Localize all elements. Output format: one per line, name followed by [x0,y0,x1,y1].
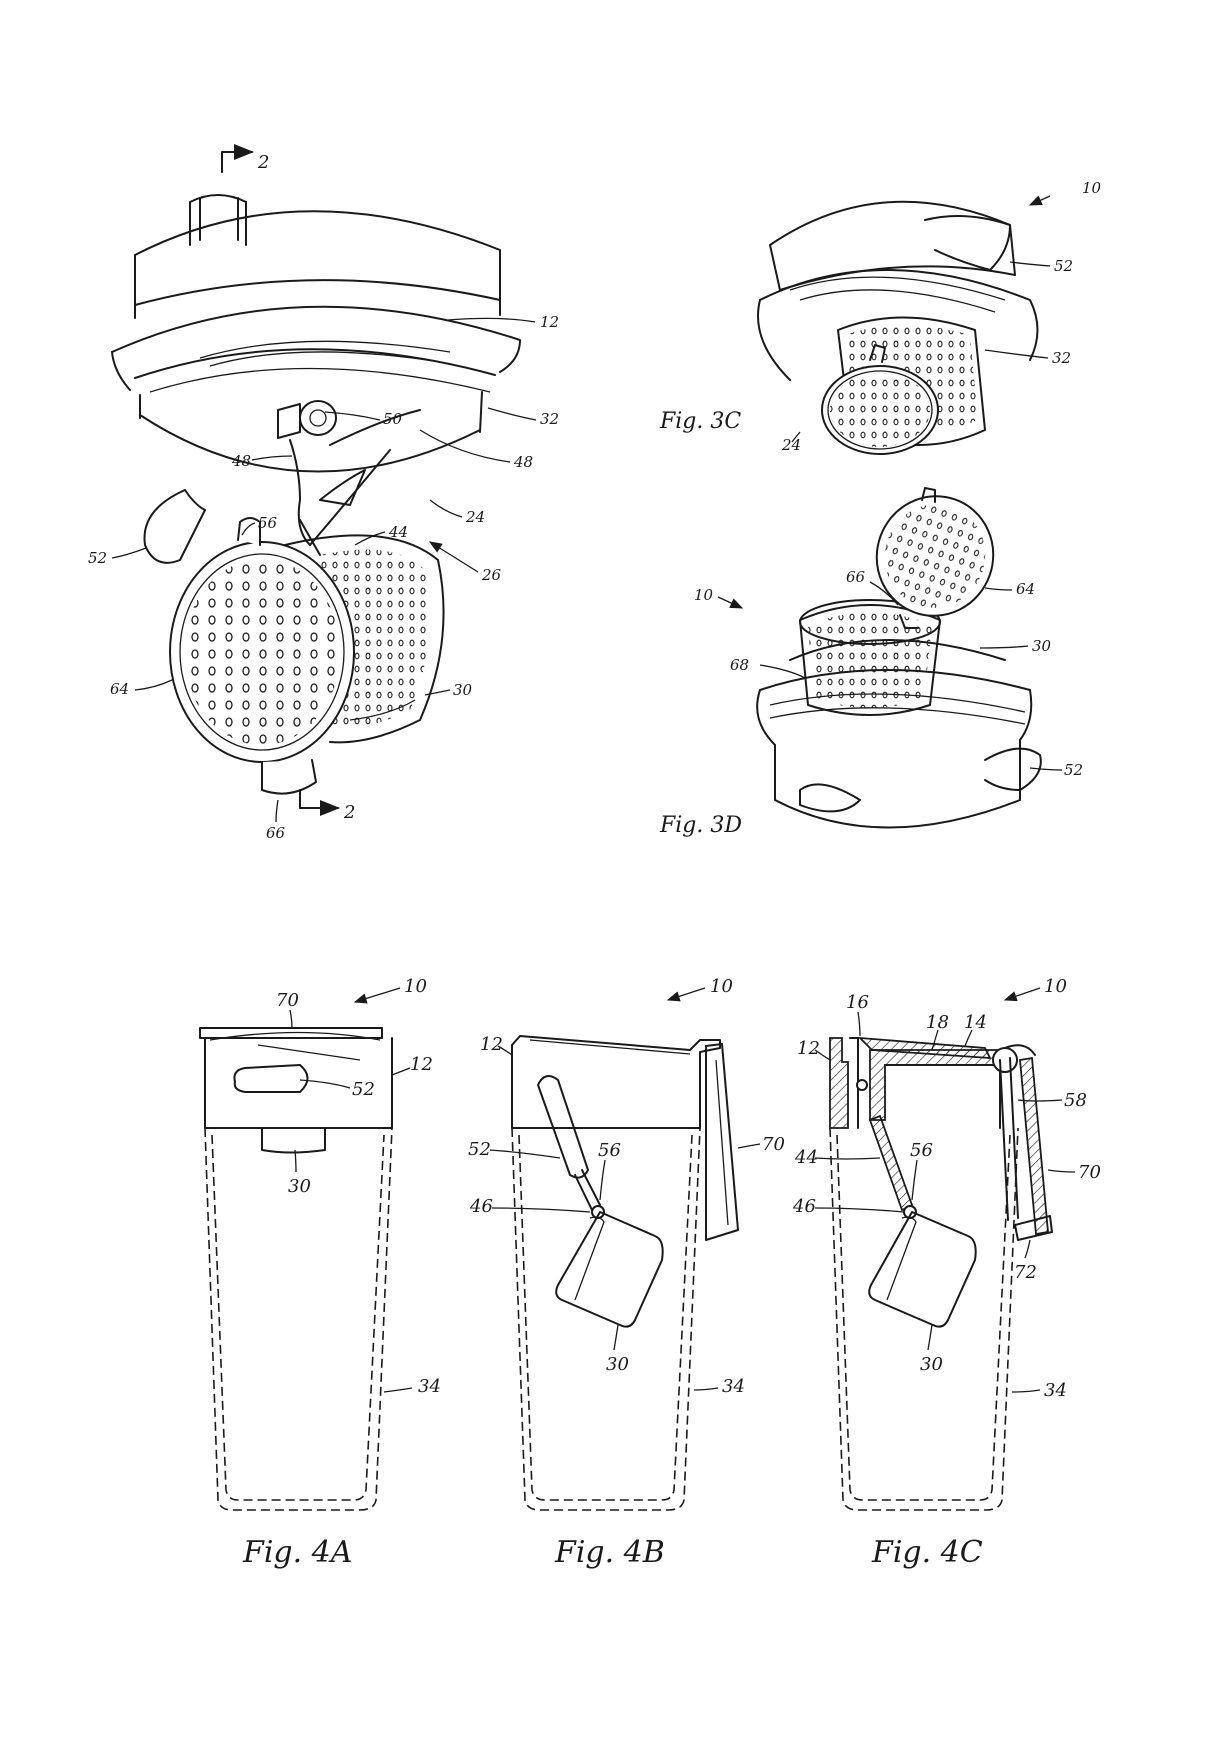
fig3c-reference-labels: 10 52 32 24 [781,179,1102,454]
ref-30: 30 [288,1176,311,1197]
fig2-lid-assembly: 2 [88,144,559,842]
section-mark-top: 2 [221,144,269,173]
ref-10: 10 [710,976,733,997]
ref-64: 64 [1016,580,1035,598]
fig3c-caption: Fig. 3C [659,409,741,434]
ref-24: 24 [781,436,801,454]
fig4c-reference-labels: 10 16 18 14 12 58 44 56 70 46 72 30 34 [792,976,1101,1401]
ref-30: 30 [453,681,473,699]
ref-44: 44 [388,523,408,541]
valve [277,400,337,439]
ref-18: 18 [926,1012,949,1033]
ref-14: 14 [964,1012,987,1033]
handle [143,489,206,564]
ref-52: 52 [468,1139,491,1160]
ref-34: 34 [1044,1380,1067,1401]
ref-24: 24 [465,508,485,526]
fig2-reference-labels: 12 50 32 48 48 24 26 56 44 52 64 30 66 [88,313,559,842]
ref-34: 34 [418,1376,441,1397]
fig3d-caption: Fig. 3D [659,813,742,838]
ref-30: 30 [1032,637,1052,655]
ref-12: 12 [480,1034,503,1055]
ref-30: 30 [920,1354,943,1375]
fig3d-reference-labels: 10 66 64 30 68 52 [694,568,1083,779]
ref-16: 16 [846,992,869,1013]
ref-70: 70 [276,990,299,1011]
ref-12: 12 [540,313,559,331]
ref-70: 70 [762,1134,785,1155]
ref-10: 10 [694,586,714,604]
section-mark-top-label: 2 [257,152,269,173]
ref-50: 50 [383,410,403,428]
ref-56: 56 [910,1140,933,1161]
ref-72: 72 [1014,1262,1037,1283]
ref-64: 64 [110,680,129,698]
ref-52: 52 [1054,257,1073,275]
ref-48-left: 48 [231,452,251,470]
section-mark-bottom-label: 2 [343,802,355,823]
ref-56: 56 [258,514,278,532]
fig4c-section-view: 10 16 18 14 12 58 44 56 70 46 72 30 34 [792,976,1101,1570]
ref-30: 30 [606,1354,629,1375]
ref-46: 46 [792,1196,816,1217]
fig4c-caption: Fig. 4C [871,1535,983,1570]
fig4b-reference-labels: 10 12 70 52 56 46 30 34 [468,976,785,1397]
ref-10: 10 [1082,179,1102,197]
ref-12: 12 [410,1054,433,1075]
section-mark-bottom: 2 [299,789,355,823]
ref-68: 68 [730,656,749,674]
ref-34: 34 [722,1376,745,1397]
ref-52: 52 [1064,761,1083,779]
ref-66: 66 [266,824,286,842]
ref-10: 10 [404,976,427,997]
hinge-arm [289,409,421,556]
fig3d-open-lid-view: 10 66 64 30 68 52 Fig. 3D [659,487,1083,838]
ref-46: 46 [469,1196,493,1217]
ref-32: 32 [1052,349,1071,367]
ref-48-right: 48 [513,453,533,471]
ref-56: 56 [598,1140,621,1161]
lid-body [111,194,521,473]
fig4a-caption: Fig. 4A [242,1535,352,1570]
ref-32: 32 [540,410,559,428]
ref-70: 70 [1078,1162,1101,1183]
fig3c-lid-view: 10 52 32 24 Fig. 3C [659,179,1102,455]
ref-58: 58 [1064,1090,1087,1111]
ref-44: 44 [794,1147,818,1168]
ref-10: 10 [1044,976,1067,997]
ref-52: 52 [352,1079,375,1100]
ref-52: 52 [88,549,107,567]
ref-66: 66 [846,568,866,586]
fig4a-closed-bottle: 70 10 12 52 30 34 Fig. 4A [199,976,441,1570]
fig4a-reference-labels: 70 10 12 52 30 34 [276,976,441,1397]
fig4b-partially-open-bottle: 10 12 70 52 56 46 30 34 Fig. 4B [468,976,785,1570]
ref-26: 26 [481,566,502,584]
fig4b-caption: Fig. 4B [554,1535,665,1570]
strainer-cap [169,517,355,795]
ref-12: 12 [797,1038,820,1059]
